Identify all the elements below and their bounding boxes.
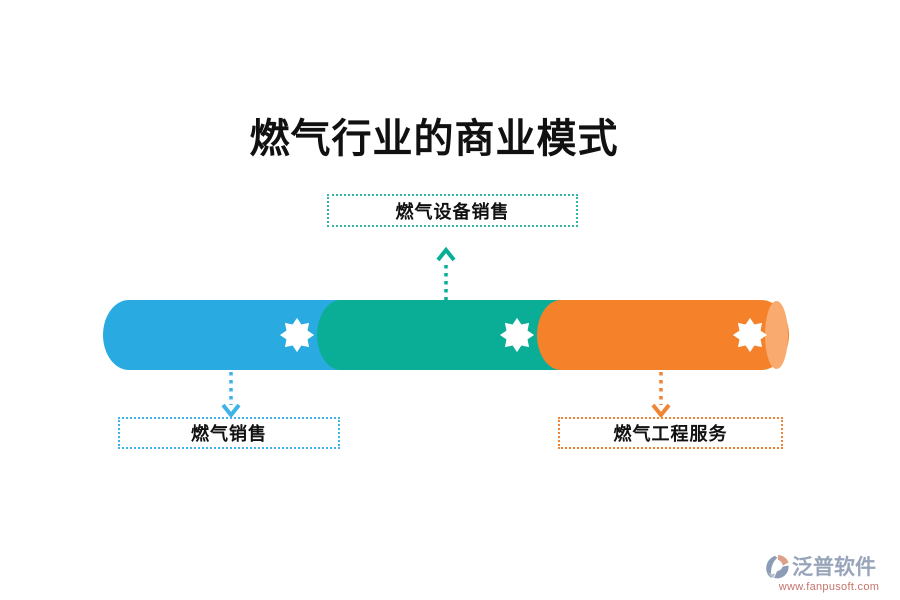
label-box-engineering-service: 燃气工程服务 xyxy=(558,417,783,449)
arrow-up-equipment-sales xyxy=(436,246,456,301)
label-box-equipment-sales: 燃气设备销售 xyxy=(327,194,578,227)
brand-name: 泛普软件 xyxy=(792,556,876,579)
arrow-down-gas-sales xyxy=(221,372,241,419)
label-gas-sales: 燃气销售 xyxy=(191,424,267,444)
arrow-down-engineering-service xyxy=(651,372,671,419)
fanpu-logo-row: 泛普软件 xyxy=(764,551,894,581)
label-engineering-service: 燃气工程服务 xyxy=(613,424,728,444)
star-icon xyxy=(499,317,535,353)
label-equipment-sales: 燃气设备销售 xyxy=(395,201,510,222)
fanpu-logo-icon xyxy=(766,554,789,578)
page-title: 燃气行业的商业模式 xyxy=(249,117,619,161)
label-box-gas-sales: 燃气销售 xyxy=(118,417,340,449)
star-icon xyxy=(732,317,768,353)
brand-url-link[interactable]: www.fanpusoft.com xyxy=(778,581,880,593)
star-icon xyxy=(279,317,315,353)
fanpu-watermark: 泛普软件 www.fanpusoft.com xyxy=(764,551,894,593)
cylinder-end-cap xyxy=(765,301,788,369)
